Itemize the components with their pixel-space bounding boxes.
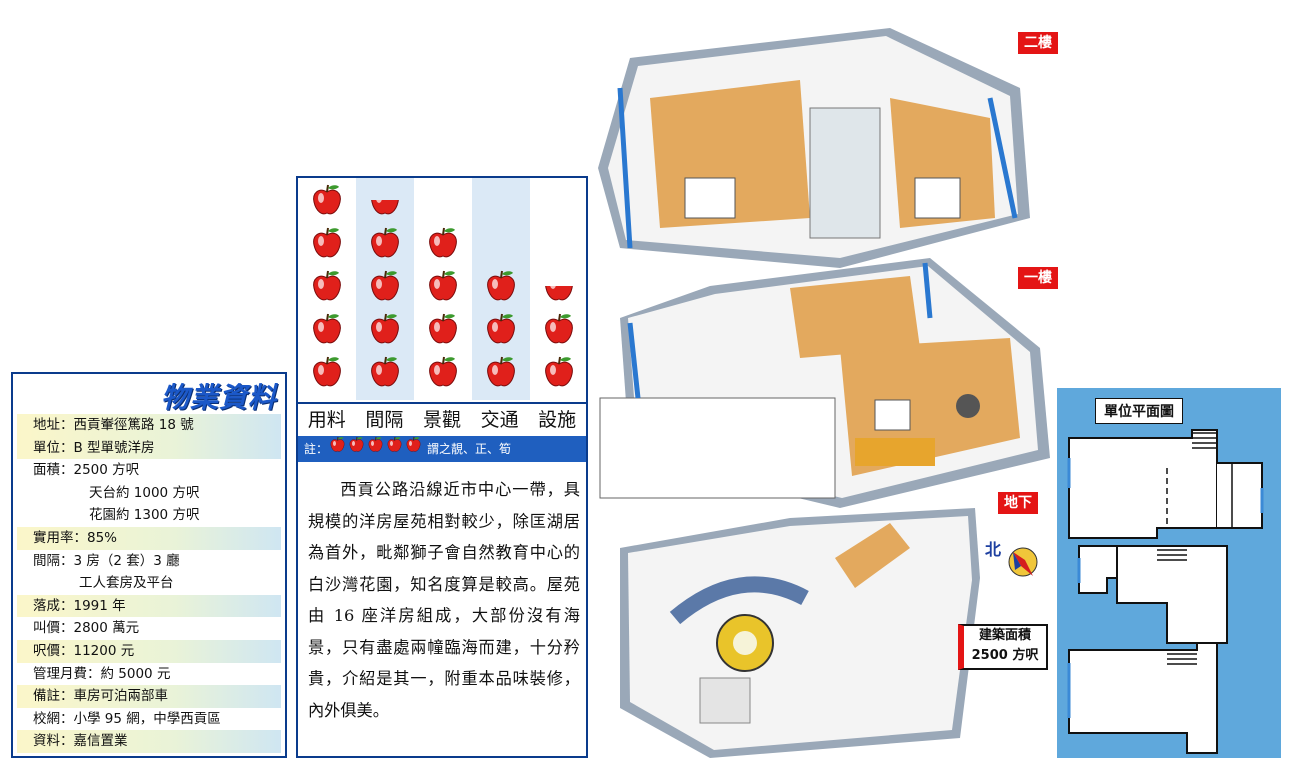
apple-icon [542, 269, 576, 303]
rating-category-label: 設施 [538, 409, 577, 431]
floor-label-upper: 二樓 [1018, 32, 1058, 54]
compass-north-label: 北 [985, 540, 1002, 559]
rating-categories: 用料間隔景觀交通設施 [298, 402, 586, 436]
property-info-row: 實用率：85% [17, 526, 281, 550]
rating-note-prefix: 註： [304, 442, 329, 456]
gross-area-box: 建築面積 2500 方呎 [958, 624, 1048, 670]
rating-panel: 用料間隔景觀交通設施 註： 謂之靚、正、筍 西貢公路沿線近市中心一帶，具規模的洋… [296, 176, 588, 758]
property-info-row: 間隔：3 房（2 套）3 廳 [17, 549, 281, 573]
property-info-row: 呎價：11200 元 [17, 639, 281, 663]
apple-icon [368, 312, 402, 346]
basement-drawing [620, 508, 980, 758]
apple-icon [542, 312, 576, 346]
apple-icon [310, 269, 344, 303]
property-info-row: 叫價：2800 萬元 [17, 617, 281, 640]
apple-icon [368, 269, 402, 303]
rating-note-apples [328, 436, 423, 462]
apple-icon [542, 355, 576, 389]
description-paragraph: 西貢公路沿線近市中心一帶，具規模的洋房屋苑相對較少，除匡湖居為首外，毗鄰獅子會自… [308, 480, 580, 720]
gross-area-value: 2500 方呎 [971, 648, 1039, 663]
apple-icon [405, 436, 422, 453]
property-info-row: 面積：2500 方呎 [17, 459, 281, 482]
property-info-row: 工人套房及平台 [17, 572, 281, 595]
property-info-row: 資料：嘉信置業 [17, 730, 281, 753]
property-info-panel: 物業資料 地址：西貢輋徑篤路 18 號單位：B 型單號洋房面積：2500 方呎天… [11, 372, 287, 758]
floor-plan-illustration [598, 28, 1050, 758]
rating-category-label: 用料 [307, 409, 346, 431]
property-info-row: 備註：車房可泊兩部車 [17, 685, 281, 708]
apple-icon [484, 355, 518, 389]
apple-icon [310, 355, 344, 389]
upper-floor-drawing [598, 28, 1030, 268]
rating-category-label: 景觀 [422, 409, 461, 431]
apple-icon [367, 436, 384, 453]
apple-rating-chart [298, 178, 586, 400]
property-info-title: 物業資料 [160, 381, 277, 414]
apple-icon [310, 312, 344, 346]
property-info-row: 管理月費：約 5000 元 [17, 662, 281, 686]
property-info-row: 落成：1991 年 [17, 594, 281, 618]
apple-icon [368, 226, 402, 260]
apple-icon [310, 183, 344, 217]
rating-note: 註： 謂之靚、正、筍 [298, 436, 586, 462]
property-info-row: 花園約 1300 方呎 [17, 504, 281, 527]
apple-icon [310, 226, 344, 260]
rating-category-label: 交通 [480, 409, 519, 431]
property-info-row: 地址：西貢輋徑篤路 18 號 [17, 414, 281, 437]
apple-icon [426, 269, 460, 303]
property-info-rows: 地址：西貢輋徑篤路 18 號單位：B 型單號洋房面積：2500 方呎天台約 10… [17, 414, 281, 753]
apple-icon [368, 183, 402, 217]
compass-icon: 北 [985, 530, 1045, 590]
property-info-row: 天台約 1000 方呎 [17, 481, 281, 505]
property-info-row: 單位：B 型單號洋房 [17, 436, 281, 460]
rating-note-suffix: 謂之靚、正、筍 [427, 442, 512, 456]
apple-icon [426, 312, 460, 346]
unit-plan-title: 單位平面圖 [1095, 398, 1183, 424]
property-info-row: 校網：小學 95 網，中學西貢區 [17, 707, 281, 731]
apple-icon [484, 269, 518, 303]
gross-area-label: 建築面積 [978, 628, 1031, 643]
apple-icon [484, 312, 518, 346]
apple-icon [426, 226, 460, 260]
apple-icon [348, 436, 365, 453]
rating-category-label: 間隔 [365, 409, 404, 431]
floor-label-basement: 地下 [998, 492, 1038, 514]
floor-label-ground: 一樓 [1018, 267, 1058, 289]
apple-icon [368, 355, 402, 389]
ground-floor-drawing [599, 258, 1050, 508]
unit-plan-panel: 單位平面圖 [1057, 388, 1281, 758]
unit-plan-drawing [1067, 429, 1264, 754]
apple-icon [426, 355, 460, 389]
description-text: 西貢公路沿線近市中心一帶，具規模的洋房屋苑相對較少，除匡湖居為首外，毗鄰獅子會自… [308, 474, 580, 726]
apple-icon [386, 436, 403, 453]
apple-icon [329, 436, 346, 453]
